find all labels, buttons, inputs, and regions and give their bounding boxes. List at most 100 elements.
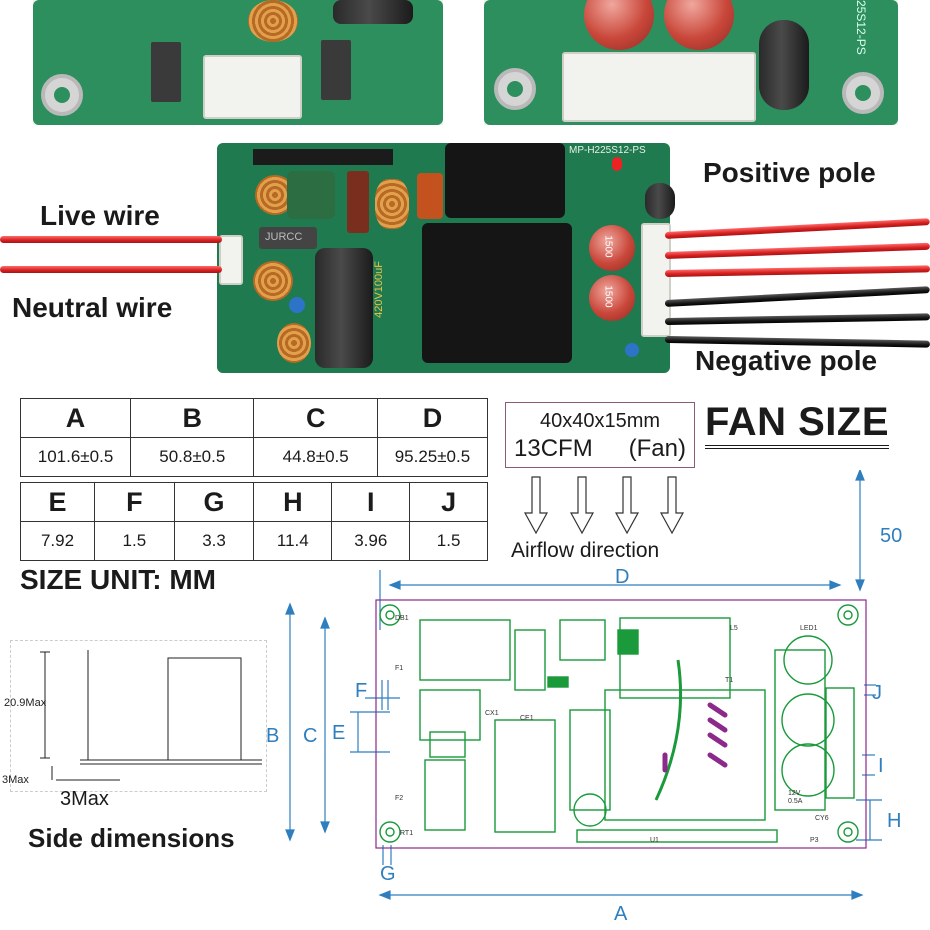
silk-led1: LED1 (800, 625, 818, 632)
dim-value: 3.3 (173, 521, 255, 561)
capacitor-marking: 1500 (602, 235, 614, 258)
blue-capacitor (625, 343, 639, 357)
dim-value: 11.4 (253, 521, 333, 561)
jurcc-component (259, 227, 317, 249)
silk-ce1: CE1 (520, 715, 534, 722)
inductor-coil (253, 261, 293, 301)
fan-cfm-row: 13CFM (Fan) (514, 435, 686, 463)
side-caption: Side dimensions (28, 823, 235, 853)
dim-value: 44.8±0.5 (253, 437, 378, 477)
common-mode-choke (287, 171, 335, 219)
dim-label-b: B (266, 725, 280, 747)
fan-spec-box: 40x40x15mm 13CFM (Fan) (505, 402, 695, 468)
inductor-coil (277, 323, 311, 363)
dim-label-50: 50 (880, 525, 903, 547)
arrow-down-icon (659, 476, 685, 535)
dim-key: B (130, 398, 255, 438)
photo-top-left (33, 0, 443, 125)
dim-label-j: J (872, 682, 882, 704)
dim-label-e: E (332, 722, 346, 744)
silk-cx1: CX1 (485, 710, 499, 717)
mount-hole (41, 74, 83, 116)
silk-u1: U1 (650, 837, 659, 844)
output-capacitor (589, 225, 635, 271)
silk-12v: 12V (788, 790, 801, 797)
positive-wire (664, 242, 930, 259)
film-capacitor (417, 173, 443, 219)
blue-capacitor (289, 297, 305, 313)
inductor-coil (375, 179, 409, 229)
silk-rt1: RT1 (400, 830, 413, 837)
dim-key: D (376, 398, 489, 438)
side-view-panel (10, 640, 267, 792)
silk-text: 25S12-PS (854, 0, 868, 55)
dim-key: A (19, 398, 132, 438)
dim-key: G (173, 482, 255, 522)
dim-key: H (253, 482, 333, 522)
main-board-photo: MP-H225S12-PS 420V100uF JURCC 1500 1500 (217, 143, 675, 373)
fuse-component (151, 42, 181, 102)
silk-db1: DB1 (395, 615, 409, 622)
dim-value: 3.96 (331, 521, 411, 561)
dim-key: C (253, 398, 378, 438)
board-model-text: MP-H225S12-PS (569, 145, 646, 156)
capacitor (759, 20, 809, 110)
dim-key: E (19, 482, 96, 522)
side-lead-label-big: 3Max (60, 788, 109, 810)
fan-size-title: FAN SIZE (705, 400, 890, 449)
fan-cfm-suffix: (Fan) (628, 435, 686, 462)
arrow-down-icon (569, 476, 595, 535)
dim-label-c: C (303, 725, 318, 747)
dim-key: F (94, 482, 175, 522)
live-wire-label: Live wire (40, 200, 160, 231)
jurcc-text: JURCC (265, 231, 303, 243)
dim-value: 1.5 (409, 521, 488, 561)
fuse-component (321, 40, 351, 100)
output-connector (641, 223, 671, 337)
negative-wire (664, 286, 930, 307)
small-capacitor (645, 183, 675, 219)
dim-label-h: H (887, 810, 902, 832)
positive-wire (664, 218, 930, 239)
connector (203, 55, 302, 119)
board-outline (375, 599, 867, 849)
positive-wire (664, 265, 930, 277)
capacitor-marking: 420V100uF (373, 261, 385, 318)
size-unit-label: SIZE UNIT: MM (20, 564, 216, 595)
negative-wire (664, 313, 930, 325)
input-connector (219, 235, 243, 285)
heatsink-bar (253, 149, 393, 165)
output-capacitor (589, 275, 635, 321)
fan-cfm-value: 13CFM (514, 435, 593, 462)
dim-label-g: G (380, 863, 396, 885)
mount-hole (494, 68, 536, 110)
dim-label-f: F (355, 680, 368, 702)
dim-label-a: A (614, 903, 628, 925)
arrow-down-icon (523, 476, 549, 535)
silk-cy6: CY6 (815, 815, 829, 822)
dim-value: 101.6±0.5 (19, 437, 132, 477)
silk-f1: F1 (395, 665, 403, 672)
airflow-label: Airflow direction (511, 539, 660, 562)
airflow-arrows (523, 476, 685, 535)
dim-key: J (409, 482, 488, 522)
dim-label-i: I (878, 755, 884, 777)
arrow-down-icon (614, 476, 640, 535)
film-capacitor (347, 171, 369, 233)
live-wire-1 (0, 236, 222, 243)
dim-key: I (331, 482, 411, 522)
side-height-label: 20.9Max (4, 697, 47, 709)
dim-value: 7.92 (19, 521, 96, 561)
pcb-outline-drawing: DB1 F1 F2 RT1 CX1 CE1 LED1 12V 0.5A CY6 … (285, 470, 882, 900)
dim-value: 50.8±0.5 (130, 437, 255, 477)
live-wire-2 (0, 266, 222, 273)
led (612, 157, 622, 171)
bulk-capacitor (315, 248, 373, 368)
capacitor-marking: 1500 (602, 285, 614, 308)
silk-t1: T1 (725, 677, 733, 684)
dim-value: 95.25±0.5 (376, 437, 489, 477)
dim-label-d: D (615, 566, 630, 588)
top-transformer (445, 143, 565, 218)
dimension-table-row2: E F G H I J 7.92 1.5 3.3 11.4 3.96 1.5 (19, 482, 488, 561)
silk-05a: 0.5A (788, 798, 803, 805)
